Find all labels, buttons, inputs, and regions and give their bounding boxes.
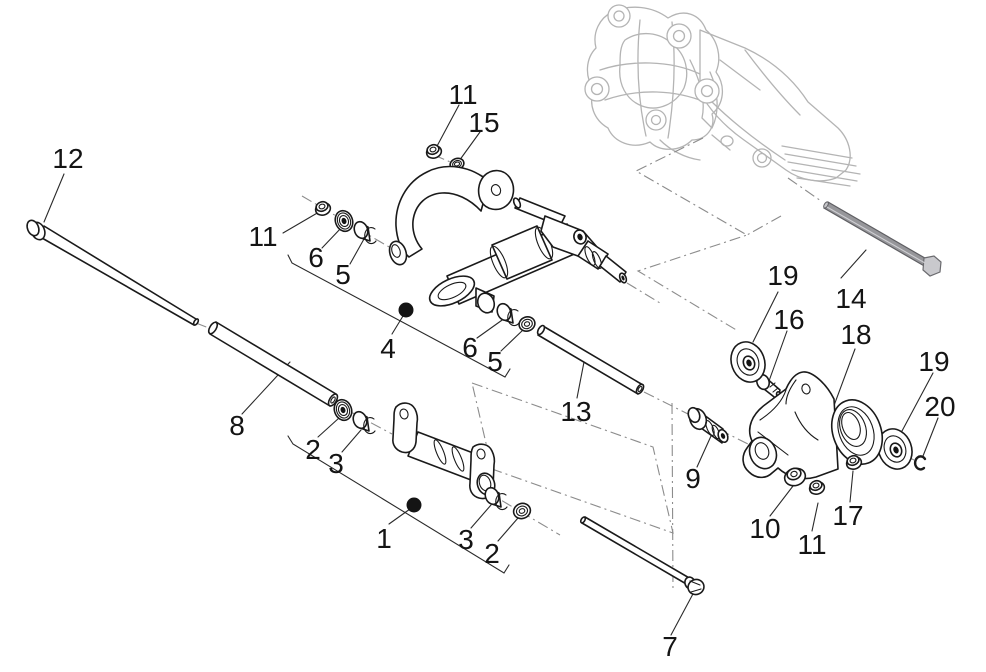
part-callout-14: 14 <box>835 283 866 314</box>
part-callout-15: 15 <box>468 107 499 138</box>
part-20-circlip <box>913 455 927 471</box>
part-callout-11: 11 <box>448 79 477 110</box>
part-17-nut <box>845 454 863 470</box>
part-19-washer-left <box>730 341 766 383</box>
part-2-washer-rear <box>512 502 532 520</box>
part-callout-13: 13 <box>560 396 591 427</box>
part-callout-16: 16 <box>773 304 804 335</box>
part-5-bushing-left <box>353 220 377 245</box>
part-5-washer-lower <box>518 316 536 332</box>
index-dot-part-4 <box>398 302 414 318</box>
part-18-bracket <box>742 371 884 480</box>
leader-lines <box>43 104 939 636</box>
part-1-lower-swingarm <box>392 402 496 500</box>
part-6-bushing-lower <box>496 302 520 327</box>
part-callout-11: 11 <box>248 221 277 252</box>
part-callout-19: 19 <box>767 260 798 291</box>
part-callout-5: 5 <box>487 346 503 377</box>
part-callout-2: 2 <box>484 538 500 569</box>
part-callout-8: 8 <box>229 410 245 441</box>
part-callout-18: 18 <box>840 319 871 350</box>
part-callout-12: 12 <box>52 143 83 174</box>
part-12-pivot-bolt <box>26 219 200 326</box>
part-callout-4: 4 <box>380 333 396 364</box>
index-dot-part-1 <box>406 497 422 513</box>
part-3-bushing-front <box>352 410 376 435</box>
part-3-bushing-rear <box>484 486 508 511</box>
part-callout-6: 6 <box>462 332 478 363</box>
part-callout-6: 6 <box>308 242 324 273</box>
part-4-upper-swingarm <box>388 165 628 314</box>
part-9-bolt <box>687 406 729 444</box>
part-callout-19: 19 <box>918 346 949 377</box>
part-8-spacer-tube <box>207 321 339 407</box>
part-11-nut-bracket <box>808 479 826 495</box>
part-callout-3: 3 <box>458 524 474 555</box>
part-callout-10: 10 <box>749 513 780 544</box>
part-callout-20: 20 <box>924 391 955 422</box>
part-2-bushing-front <box>333 398 353 422</box>
part-callout-2: 2 <box>305 434 321 465</box>
part-callout-3: 3 <box>328 448 344 479</box>
part-callout-7: 7 <box>662 631 678 662</box>
part-11-nut-left <box>314 200 332 216</box>
part-11-nut-top <box>425 143 443 159</box>
part-callout-11: 11 <box>797 529 826 560</box>
part-7-bolt <box>579 516 705 596</box>
part-callout-17: 17 <box>832 500 863 531</box>
part-callout-9: 9 <box>685 463 701 494</box>
engine-ghost-sketch <box>584 4 861 187</box>
assembly-axis-lines <box>195 137 915 593</box>
part-6-bushing-left <box>334 209 354 233</box>
part-callout-1: 1 <box>376 523 392 554</box>
part-callout-5: 5 <box>335 259 351 290</box>
part-14-engine-bolt <box>823 201 942 277</box>
part-10-flange-nut <box>783 467 807 487</box>
part-19-washer-right <box>877 428 913 470</box>
part-13-spacer-rod <box>536 324 645 395</box>
